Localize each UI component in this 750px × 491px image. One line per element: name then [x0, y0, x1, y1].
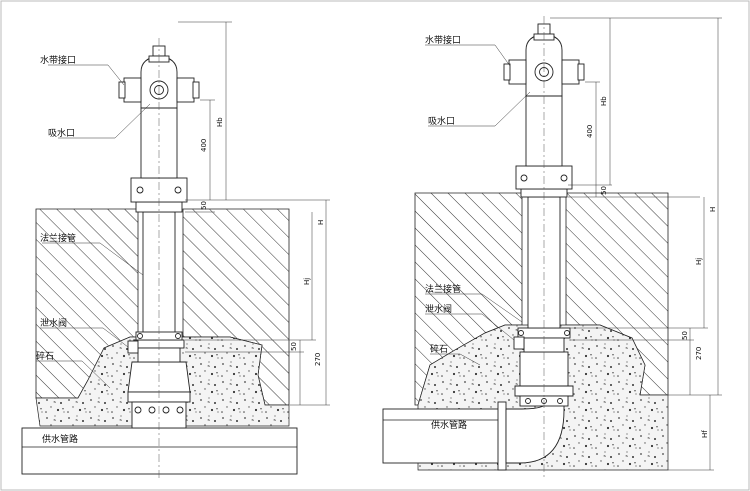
- right-dim-h: H: [709, 207, 717, 212]
- right-dim-50-top: 50: [600, 186, 608, 195]
- left-dim-50-top: 50: [200, 201, 208, 210]
- right-label-hose-outlet: 水带接口: [425, 34, 461, 46]
- left-dim-hj: Hj: [303, 278, 311, 285]
- right-dim-hj: Hj: [695, 258, 703, 265]
- right-supply-pipe: [382, 408, 504, 464]
- left-dim-hb: Hb: [216, 117, 224, 127]
- left-label-hose-outlet: 水带接口: [40, 54, 76, 66]
- left-label-flange-pipe: 法兰接管: [40, 232, 76, 244]
- left-hose-outlet-right: [176, 77, 195, 103]
- left-dim-50-bot: 50: [290, 342, 298, 351]
- left-label-gravel: 碎石: [36, 350, 54, 362]
- right-dim-400: 400: [586, 125, 594, 138]
- right-label-supply-pipe: 供水管路: [431, 419, 467, 431]
- left-label-drain-valve: 泄水阀: [40, 317, 67, 329]
- right-dim-270: 270: [695, 347, 703, 360]
- right-hose-outlet-right: [561, 59, 580, 85]
- left-dim-400: 400: [200, 139, 208, 152]
- right-elbow: [505, 395, 565, 464]
- right-dim-hb: Hb: [600, 96, 608, 106]
- left-dim-270: 270: [314, 353, 322, 366]
- left-drawing: 水带接口 吸水口 法兰接管 泄水阀 碎石 供水管路 Hb 400 50 H Hj…: [21, 21, 330, 480]
- right-label-drain-valve: 泄水阀: [425, 303, 452, 315]
- right-dim-hf: Hf: [701, 430, 709, 438]
- left-label-suction-inlet: 吸水口: [48, 127, 75, 139]
- left-label-supply-pipe: 供水管路: [42, 433, 78, 445]
- right-dim-50-bot: 50: [681, 331, 689, 340]
- right-label-gravel: 碎石: [430, 343, 448, 355]
- left-dim-h: H: [317, 220, 325, 225]
- right-label-flange-pipe: 法兰接管: [425, 283, 461, 295]
- right-label-suction-inlet: 吸水口: [428, 115, 455, 127]
- left-hose-outlet-left: [123, 77, 142, 103]
- right-hose-outlet-left: [508, 59, 527, 85]
- right-drawing: 水带接口 吸水口 法兰接管 泄水阀 碎石 供水管路 Hb 400 50 H Hj…: [382, 16, 722, 480]
